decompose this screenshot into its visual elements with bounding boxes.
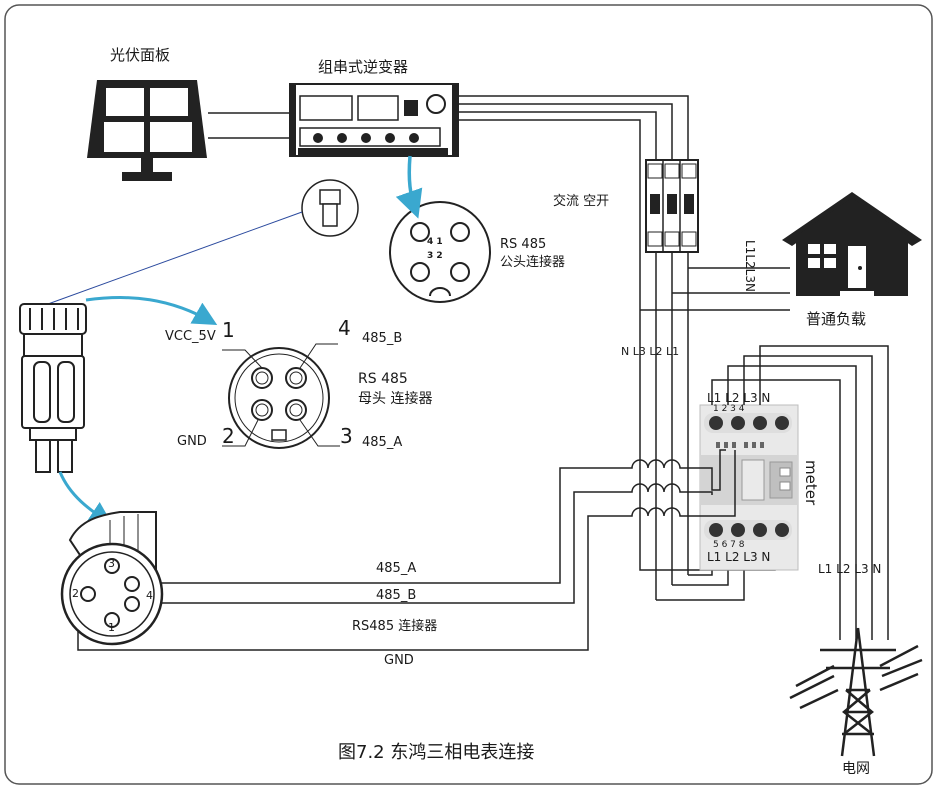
frame-border	[4, 4, 933, 785]
meter-label: meter	[802, 460, 820, 506]
ac-breaker-label: 交流 空开	[553, 194, 610, 209]
inverter-label: 组串式逆变器	[318, 58, 409, 76]
cable-plug-icon	[19, 303, 87, 473]
meter-icon	[699, 404, 799, 571]
rs485-cable-connector	[60, 511, 164, 646]
meter-bottom-terminals: L1 L2 L3 N	[707, 550, 771, 564]
female-pin1-number: 1	[222, 318, 235, 342]
house-icon	[782, 192, 922, 296]
power-tower-icon	[789, 627, 923, 757]
grid-lines-label: L1 L2 L3 N	[818, 562, 882, 576]
comm-wires	[77, 449, 736, 651]
rs485-female-connector	[228, 347, 330, 449]
house-label: 普通负载	[806, 310, 867, 328]
wire-gnd-label: GND	[384, 653, 414, 668]
solar-panel-icon	[87, 80, 207, 181]
house-lines-label: L1L2L3N	[743, 240, 757, 292]
485b-label: 485_B	[362, 331, 403, 346]
female-pin-leaders	[222, 343, 340, 447]
female-connector-label: 母头 连接器	[358, 391, 433, 407]
female-rs485-label: RS 485	[358, 371, 408, 387]
wire-485a-label: 485_A	[376, 561, 417, 576]
grid-label: 电网	[842, 761, 870, 777]
male-connector-label: 公头连接器	[500, 255, 566, 270]
meter-top-terminals: L1 L2 L3 N	[707, 391, 771, 405]
gnd-label: GND	[177, 434, 207, 449]
plug-pin1: 1	[108, 621, 115, 634]
grid-wires	[711, 345, 889, 640]
rs485-male-label: RS 485	[500, 237, 547, 252]
male-pins-top: 4 1	[427, 237, 443, 247]
meter-bottom-numbers: 5 6 7 8	[713, 540, 745, 550]
rs485-connector-label: RS485 连接器	[352, 619, 438, 634]
wire-485b-label: 485_B	[376, 588, 417, 603]
plug-pin4: 4	[146, 589, 153, 602]
female-pin3-number: 3	[340, 424, 353, 448]
pv-panel-label: 光伏面板	[110, 46, 171, 64]
inverter-to-connector-arrow	[395, 155, 423, 219]
inverter-icon	[289, 83, 459, 157]
female-pin2-number: 2	[222, 424, 235, 448]
callout-line	[47, 211, 303, 305]
485a-label: 485_A	[362, 435, 403, 450]
small-connector-icon	[301, 179, 359, 237]
female-pin4-number: 4	[338, 316, 351, 340]
meter-top-numbers: 1 2 3 4	[713, 404, 745, 414]
breaker-lines-label: N L3 L2 L1	[621, 345, 680, 358]
vcc-label: VCC_5V	[165, 329, 216, 344]
rs485-male-connector	[389, 201, 491, 303]
plug-to-female-arrow	[85, 296, 218, 325]
male-pins-bottom: 3 2	[427, 251, 443, 261]
plug-to-rs485-arrow	[58, 471, 113, 526]
plug-pin2: 2	[72, 587, 79, 600]
ac-breaker-icon	[645, 159, 699, 253]
plug-pin3: 3	[108, 557, 115, 570]
figure-caption: 图7.2 东鸿三相电表连接	[338, 742, 535, 763]
